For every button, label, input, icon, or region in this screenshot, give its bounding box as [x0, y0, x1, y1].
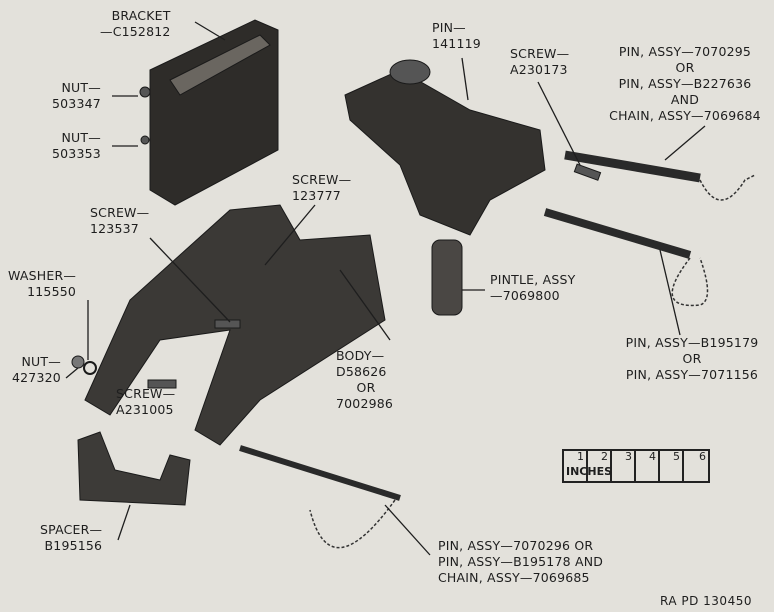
label-line: PIN, ASSY—B195179	[625, 335, 759, 350]
label-line: 123537	[90, 221, 139, 236]
scale-tick: 4	[636, 451, 660, 481]
label-pin-assy-mid: PIN, ASSY—B195179 OR PIN, ASSY—7071156	[612, 335, 772, 383]
label-line: D58626	[336, 364, 387, 379]
label-line: PINTLE, ASSY	[490, 272, 576, 287]
label-line: 7002986	[336, 396, 394, 411]
leader-line	[117, 504, 131, 541]
chain-part	[699, 174, 756, 201]
label-line: NUT—	[21, 354, 61, 369]
label-pin-assy-bottom: PIN, ASSY—7070296 OR PIN, ASSY—B195178 A…	[438, 538, 603, 586]
label-line: 503353	[52, 146, 101, 161]
label-screw-123777: SCREW— 123777	[292, 172, 351, 204]
label-line: SCREW—	[510, 46, 570, 61]
nut-part	[71, 355, 85, 369]
label-line: 503347	[52, 96, 101, 111]
leader-line	[664, 125, 706, 161]
screw-part	[573, 163, 602, 181]
pintle-eye	[389, 59, 431, 85]
leader-line	[65, 367, 79, 379]
leader-line	[659, 249, 681, 336]
label-line: —7069800	[490, 288, 560, 303]
chain-part	[671, 257, 709, 307]
label-line: SPACER—	[40, 522, 103, 537]
figure-code: RA PD 130450	[660, 594, 752, 608]
spacer-part	[77, 431, 191, 506]
scale-tick: 6	[699, 450, 706, 463]
label-line: B195156	[44, 538, 103, 553]
label-nut-503347: NUT— 503347	[52, 80, 101, 112]
label-line: WASHER—	[8, 268, 77, 283]
nut-part	[139, 86, 151, 98]
label-line: PIN—	[432, 20, 466, 35]
label-line: A231005	[116, 402, 174, 417]
scale-tick: 1	[564, 451, 588, 481]
label-pin-141119: PIN— 141119	[432, 20, 481, 52]
label-line: AND	[670, 92, 700, 107]
label-line: PIN, ASSY—7071156	[625, 367, 759, 382]
scale-tick: 5	[660, 451, 684, 481]
label-nut-427320: NUT— 427320	[12, 354, 61, 386]
label-pintle: PINTLE, ASSY —7069800	[490, 272, 575, 304]
label-spacer: SPACER— B195156	[40, 522, 102, 554]
leader-line	[339, 269, 391, 341]
bracket-part	[149, 19, 279, 206]
label-line: PIN, ASSY—7070295	[618, 44, 752, 59]
leader-line	[264, 204, 316, 266]
label-washer: WASHER— 115550	[8, 268, 76, 300]
label-line: SCREW—	[116, 386, 176, 401]
label-line: PIN, ASSY—B227636	[618, 76, 752, 91]
scale-tick: 2	[588, 451, 612, 481]
label-nut-503353: NUT— 503353	[52, 130, 101, 162]
screw-part	[214, 319, 241, 329]
label-line: A230173	[510, 62, 568, 77]
leader-line	[537, 81, 581, 166]
scale-unit: INCHES	[566, 465, 613, 478]
label-screw-a231005: SCREW— A231005	[116, 386, 175, 418]
label-line: NUT—	[61, 80, 101, 95]
label-line: 427320	[12, 370, 61, 385]
label-line: CHAIN, ASSY—7069685	[438, 570, 590, 585]
label-body: BODY— D58626 OR 7002986	[336, 348, 396, 412]
inch-scale-bar: 1 2 3 4 5 6	[562, 449, 710, 483]
label-line: PIN, ASSY—7070296 OR	[438, 538, 594, 553]
label-line: 141119	[432, 36, 481, 51]
label-line: OR	[675, 60, 695, 75]
leader-line	[461, 57, 469, 101]
label-line: OR	[356, 380, 376, 395]
label-bracket: BRACKET —C152812	[100, 8, 171, 40]
label-line: OR	[682, 351, 702, 366]
label-line: BODY—	[336, 348, 385, 363]
nut-part	[140, 135, 150, 145]
leader-line	[384, 504, 431, 556]
label-pin-assy-top: PIN, ASSY—7070295 OR PIN, ASSY—B227636 A…	[600, 44, 770, 124]
label-screw-123537: SCREW— 123537	[90, 205, 149, 237]
pintle-shaft	[431, 239, 463, 316]
scale-tick: 3	[612, 451, 636, 481]
label-line: 115550	[27, 284, 77, 299]
bracket-flange	[169, 34, 271, 96]
label-line: BRACKET	[111, 8, 171, 23]
leader-line	[194, 21, 226, 41]
label-line: PIN, ASSY—B195178 AND	[438, 554, 604, 569]
label-screw-a230173: SCREW— A230173	[510, 46, 569, 78]
label-line: SCREW—	[292, 172, 352, 187]
pintle-housing	[344, 69, 546, 236]
leader-line	[149, 237, 231, 323]
label-line: 123777	[292, 188, 341, 203]
pin-part	[239, 445, 401, 501]
washer-part	[83, 361, 97, 375]
chain-part	[309, 499, 396, 549]
label-line: CHAIN, ASSY—7069684	[609, 108, 761, 123]
pin-part	[543, 208, 692, 259]
label-line: NUT—	[61, 130, 101, 145]
label-line: —C152812	[100, 24, 171, 39]
screw-part	[147, 379, 177, 389]
label-line: SCREW—	[90, 205, 150, 220]
pin-part	[564, 150, 701, 183]
